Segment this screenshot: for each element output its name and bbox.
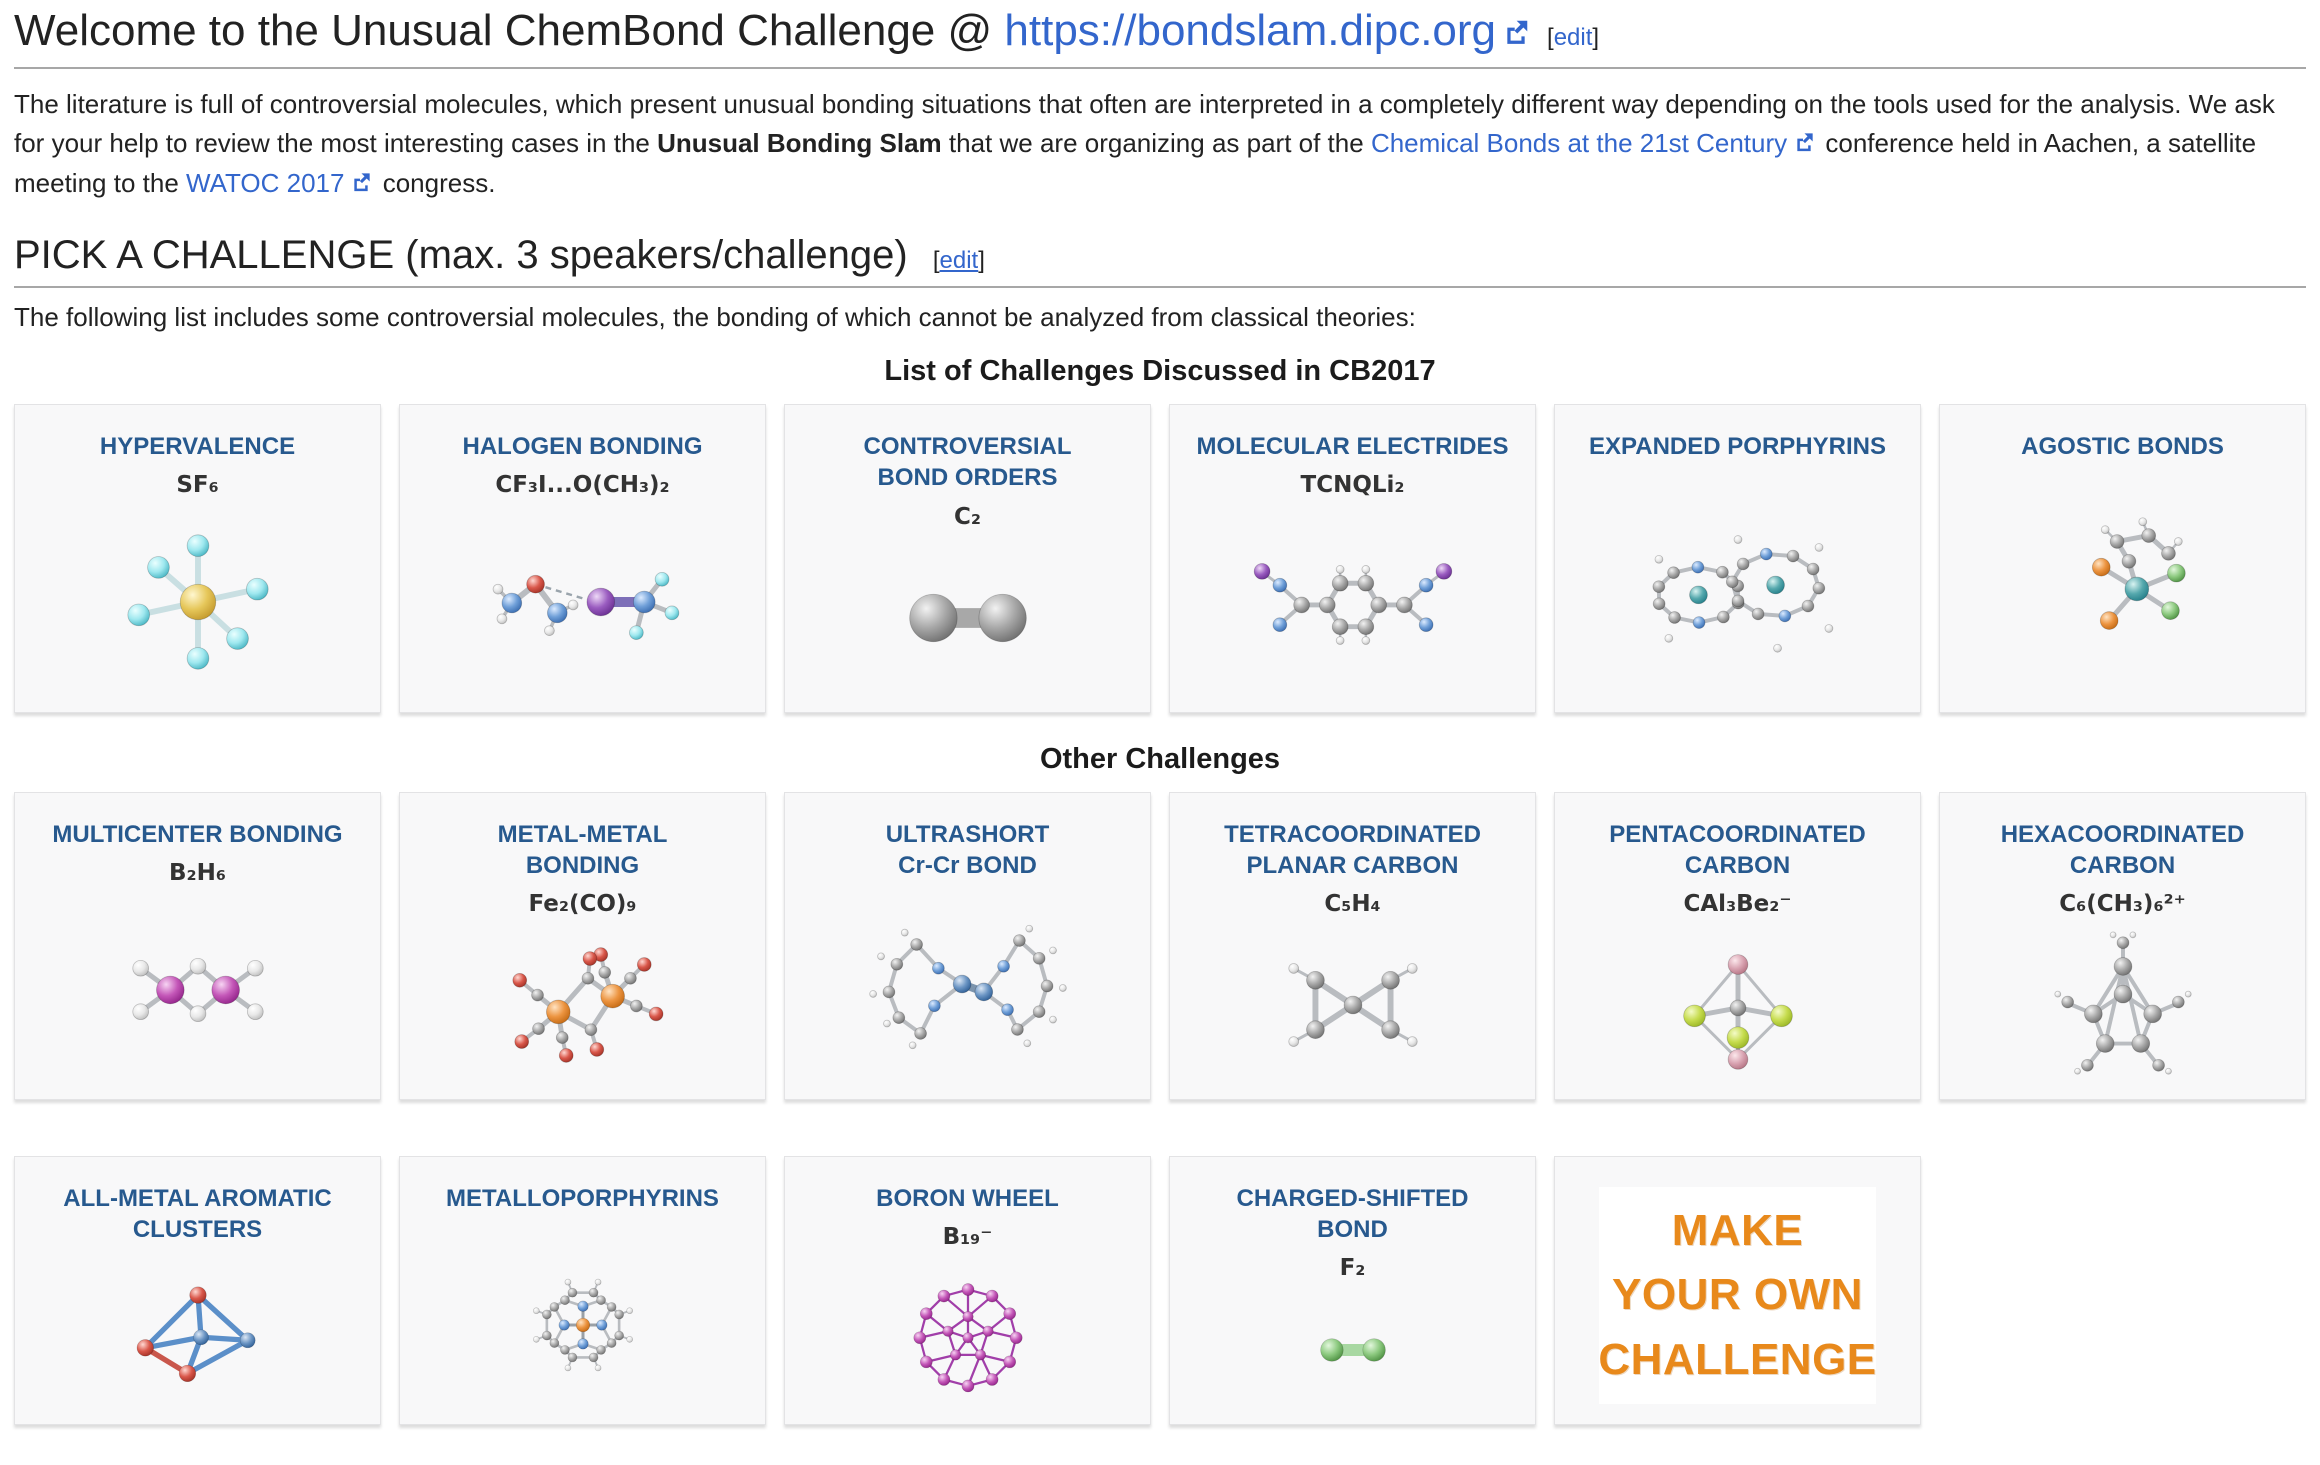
molecule-f2-image bbox=[1230, 1285, 1476, 1414]
molecule-b2h6-image bbox=[75, 890, 321, 1089]
challenge-card-metalloporphyrins[interactable]: METALLOPORPHYRINS bbox=[399, 1156, 766, 1425]
molecule-tcnqli2-image bbox=[1230, 502, 1476, 701]
intro-text-2: that we are organizing as part of the bbox=[942, 128, 1371, 158]
make-your-own-line-1: MAKE bbox=[1672, 1207, 1804, 1255]
challenge-card-fe2co9[interactable]: METAL-METAL BONDING Fe₂(CO)₉ bbox=[399, 792, 766, 1100]
challenge-title: CONTROVERSIAL BOND ORDERS bbox=[863, 431, 1071, 493]
page-title-text: Welcome to the Unusual ChemBond Challeng… bbox=[14, 6, 992, 55]
challenge-formula: B₁₉⁻ bbox=[943, 1224, 993, 1250]
gallery-heading-cb2017: List of Challenges Discussed in CB2017 bbox=[14, 355, 2306, 388]
challenge-formula: C₂ bbox=[954, 504, 981, 530]
intro-paragraph: The literature is full of controversial … bbox=[14, 85, 2306, 204]
challenge-title: MULTICENTER BONDING bbox=[52, 819, 342, 850]
molecule-c2-image bbox=[845, 534, 1091, 702]
challenge-title: PENTACOORDINATED CARBON bbox=[1609, 819, 1865, 881]
bondslam-url-link[interactable]: https://bondslam.dipc.org bbox=[1004, 6, 1496, 55]
challenge-card-agostic-bonds[interactable]: AGOSTIC BONDS bbox=[1939, 404, 2306, 712]
section-heading-pick-a-challenge: PICK A CHALLENGE (max. 3 speakers/challe… bbox=[14, 233, 2306, 288]
make-your-own-line-3: CHALLENGE bbox=[1598, 1336, 1876, 1384]
challenge-card-c2[interactable]: CONTROVERSIAL BOND ORDERS C₂ bbox=[784, 404, 1151, 712]
challenge-card-halogen-bonding[interactable]: HALOGEN BONDING CF₃I...O(CH₃)₂ bbox=[399, 404, 766, 712]
challenge-card-sf6[interactable]: HYPERVALENCE SF₆ bbox=[14, 404, 381, 712]
external-link-icon bbox=[351, 172, 371, 192]
intro-bold-slam: Unusual Bonding Slam bbox=[657, 128, 942, 158]
edit-link-title-wrap: [edit] bbox=[1547, 24, 1599, 51]
challenge-formula: CAl₃Be₂⁻ bbox=[1684, 891, 1792, 917]
molecule-c5h4-image bbox=[1230, 921, 1476, 1089]
section-heading-text: PICK A CHALLENGE (max. 3 speakers/challe… bbox=[14, 233, 908, 277]
edit-link-section-wrap: [edit] bbox=[933, 247, 985, 274]
challenge-title: HALOGEN BONDING bbox=[463, 431, 703, 462]
make-your-own-line-2: YOUR OWN bbox=[1612, 1271, 1863, 1319]
challenge-card-tcnqli2[interactable]: MOLECULAR ELECTRIDES TCNQLi₂ bbox=[1169, 404, 1536, 712]
challenge-formula: Fe₂(CO)₉ bbox=[529, 891, 637, 917]
molecule-c6ch36-image bbox=[2000, 921, 2246, 1089]
challenge-title: EXPANDED PORPHYRINS bbox=[1589, 431, 1886, 462]
external-link-icon bbox=[1794, 132, 1814, 152]
molecule-crcr-image bbox=[845, 885, 1091, 1089]
challenge-title: AGOSTIC BONDS bbox=[2021, 431, 2224, 462]
intro-text-4: congress. bbox=[375, 168, 495, 198]
molecule-agostic-bonds-image bbox=[2000, 466, 2246, 701]
gallery-other: MULTICENTER BONDING B₂H₆ METAL-METAL BONDI… bbox=[14, 792, 2306, 1426]
chembond-conference-link[interactable]: Chemical Bonds at the 21st Century bbox=[1371, 128, 1787, 158]
challenge-title: MOLECULAR ELECTRIDES bbox=[1197, 431, 1509, 462]
challenge-card-expanded-porphyrins[interactable]: EXPANDED PORPHYRINS bbox=[1554, 404, 1921, 712]
challenge-title: BORON WHEEL bbox=[876, 1183, 1059, 1214]
challenge-formula: SF₆ bbox=[176, 472, 218, 498]
page-title: Welcome to the Unusual ChemBond Challeng… bbox=[14, 6, 2306, 69]
challenge-title: HYPERVALENCE bbox=[100, 431, 295, 462]
edit-link-title[interactable]: edit bbox=[1554, 24, 1593, 51]
wiki-content: Welcome to the Unusual ChemBond Challeng… bbox=[14, 6, 2306, 1425]
challenge-card-crcr[interactable]: ULTRASHORT Cr-Cr BOND bbox=[784, 792, 1151, 1100]
challenge-formula: C₆(CH₃)₆²⁺ bbox=[2059, 891, 2185, 917]
challenge-card-c5h4[interactable]: TETRACOORDINATED PLANAR CARBON C₅H₄ bbox=[1169, 792, 1536, 1100]
gallery-cb2017: HYPERVALENCE SF₆ HALOGEN BONDING CF₃I...O(C… bbox=[14, 404, 2306, 712]
challenge-title: METAL-METAL BONDING bbox=[498, 819, 668, 881]
molecule-expanded-porphyrins-image bbox=[1615, 466, 1861, 701]
external-link-icon bbox=[1503, 19, 1529, 45]
molecule-cal3be2-image bbox=[1615, 921, 1861, 1089]
edit-link-section[interactable]: edit bbox=[940, 247, 979, 274]
challenge-card-c6ch36[interactable]: HEXACOORDINATED CARBON C₆(CH₃)₆²⁺ bbox=[1939, 792, 2306, 1100]
challenge-title: METALLOPORPHYRINS bbox=[446, 1183, 719, 1214]
watoc-2017-link[interactable]: WATOC 2017 bbox=[186, 168, 344, 198]
challenge-title: TETRACOORDINATED PLANAR CARBON bbox=[1224, 819, 1481, 881]
gallery-heading-other: Other Challenges bbox=[14, 743, 2306, 776]
challenge-card-make-your-own[interactable]: MAKE YOUR OWN CHALLENGE bbox=[1554, 1156, 1921, 1425]
molecule-sf6-image bbox=[75, 502, 321, 701]
molecule-all-metal-clusters-image bbox=[75, 1249, 321, 1414]
challenge-title: ULTRASHORT Cr-Cr BOND bbox=[886, 819, 1050, 881]
challenge-title: HEXACOORDINATED CARBON bbox=[2001, 819, 2245, 881]
challenge-card-f2[interactable]: CHARGED-SHIFTED BOND F₂ bbox=[1169, 1156, 1536, 1425]
challenge-card-cal3be2[interactable]: PENTACOORDINATED CARBON CAl₃Be₂⁻ bbox=[1554, 792, 1921, 1100]
challenge-list-description: The following list includes some controv… bbox=[14, 302, 2306, 333]
challenge-formula: B₂H₆ bbox=[169, 860, 226, 886]
molecule-halogen-bonding-image bbox=[460, 502, 706, 701]
make-your-own-image: MAKE YOUR OWN CHALLENGE bbox=[1599, 1187, 1875, 1404]
molecule-boron-wheel-image bbox=[845, 1254, 1091, 1414]
challenge-title: CHARGED-SHIFTED BOND bbox=[1237, 1183, 1469, 1245]
challenge-card-b2h6[interactable]: MULTICENTER BONDING B₂H₆ bbox=[14, 792, 381, 1100]
molecule-metalloporphyrins-image bbox=[460, 1218, 706, 1414]
molecule-fe2co9-image bbox=[460, 921, 706, 1089]
challenge-formula: C₅H₄ bbox=[1324, 891, 1380, 917]
challenge-formula: CF₃I...O(CH₃)₂ bbox=[495, 472, 669, 498]
challenge-title: ALL-METAL AROMATIC CLUSTERS bbox=[63, 1183, 331, 1245]
challenge-card-boron-wheel[interactable]: BORON WHEEL B₁₉⁻ bbox=[784, 1156, 1151, 1425]
challenge-card-all-metal-clusters[interactable]: ALL-METAL AROMATIC CLUSTERS bbox=[14, 1156, 381, 1425]
challenge-formula: TCNQLi₂ bbox=[1301, 472, 1405, 498]
challenge-formula: F₂ bbox=[1340, 1255, 1366, 1281]
